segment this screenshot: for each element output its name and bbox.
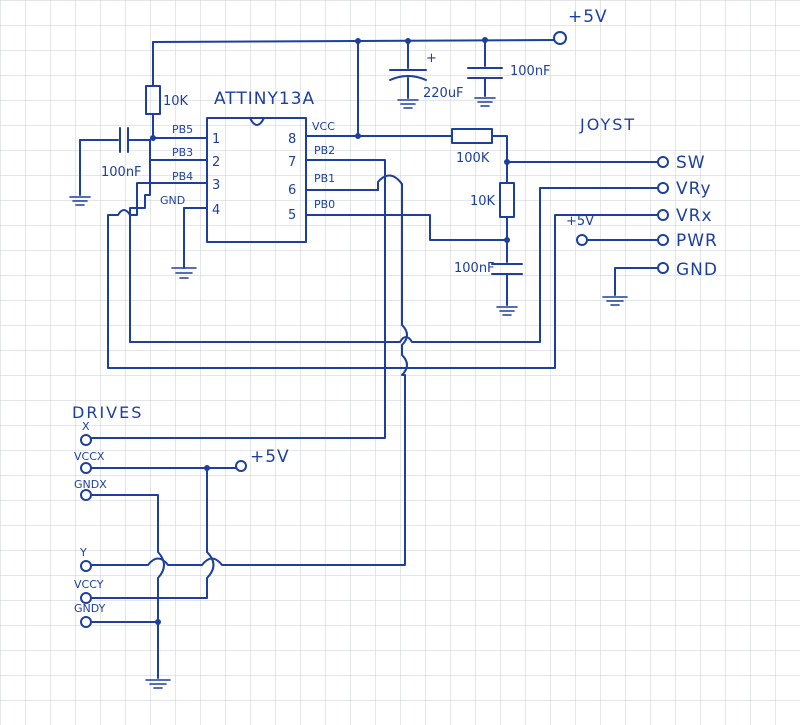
drive-pin-x: X (82, 420, 90, 433)
pb3-pb4-wires (107, 159, 659, 369)
chip-ground (171, 207, 197, 279)
r-reset-value: 10K (163, 94, 189, 109)
pin-7-num: 7 (288, 155, 296, 170)
drive-pin-vccx: VCCX (74, 450, 105, 463)
supply-label-joy: +5V (566, 214, 594, 229)
capacitor-100nf-top: 100nF (467, 39, 551, 107)
pin-6-label: PB1 (314, 172, 335, 185)
c-pb3-value: 100nF (101, 165, 142, 180)
drive-pin-gndx: GNDX (74, 478, 107, 491)
pin-3-num: 3 (212, 178, 220, 193)
r-top-value: 100K (456, 151, 490, 166)
joy-pin-gnd: GND (676, 260, 718, 280)
joystick-title: JOYST (579, 115, 636, 134)
pin-2-num: 2 (212, 155, 220, 170)
pb-outputs-wires (91, 159, 508, 566)
supply-label-drives: +5V (250, 447, 290, 467)
joystick-connector: JOYST SW VRy VRx +5V PWR GND (566, 115, 718, 306)
pin-8-label: VCC (312, 120, 335, 133)
capacitor-100nf-filter: 100nF (454, 239, 523, 316)
joy-pin-vry: VRy (676, 179, 712, 199)
c-dec-value: 100nF (510, 64, 551, 79)
pin-7-label: PB2 (314, 144, 335, 157)
supply-rail-top: +5V (152, 7, 608, 45)
pin-3-label: PB4 (172, 170, 193, 183)
c-filter-value: 100nF (454, 261, 495, 276)
joy-pin-vrx: VRx (676, 206, 713, 226)
chip-name: ATTINY13A (214, 89, 315, 109)
drive-pin-gndy: GNDY (74, 602, 106, 615)
capacitor-220uf: + 220uF (389, 40, 464, 109)
resistor-10k-bottom: 10K (470, 161, 515, 243)
joy-pin-pwr: PWR (676, 231, 718, 251)
drives-title: DRIVES (72, 403, 143, 422)
drives-connector: DRIVES X VCCX GNDX Y VCCY GNDY +5V (72, 403, 290, 689)
pin-8-num: 8 (288, 132, 296, 147)
pin-4-label: GND (160, 194, 185, 207)
pin-5-num: 5 (288, 208, 296, 223)
pin-1-label: PB5 (172, 123, 193, 136)
svg-text:+: + (426, 51, 437, 66)
joy-pin-sw: SW (676, 153, 706, 173)
supply-label-top: +5V (568, 7, 608, 27)
r-bottom-value: 10K (470, 194, 496, 209)
drive-pin-y: Y (79, 546, 87, 559)
drive-pin-vccy: VCCY (74, 578, 104, 591)
capacitor-100nf-pb3: 100nF (69, 127, 151, 206)
pin-6-num: 6 (288, 183, 296, 198)
pin-2-label: PB3 (172, 146, 193, 159)
pin-1-num: 1 (212, 132, 220, 147)
attiny13a-chip: ATTINY13A 1 2 3 4 PB5 PB3 PB4 GND 8 7 6 … (149, 89, 396, 243)
pin-4-num: 4 (212, 203, 220, 218)
resistor-100k: 100K (357, 128, 510, 166)
vcc-terminal-top (553, 31, 567, 45)
c-bulk-value: 220uF (423, 86, 464, 101)
pin-5-label: PB0 (314, 198, 335, 211)
